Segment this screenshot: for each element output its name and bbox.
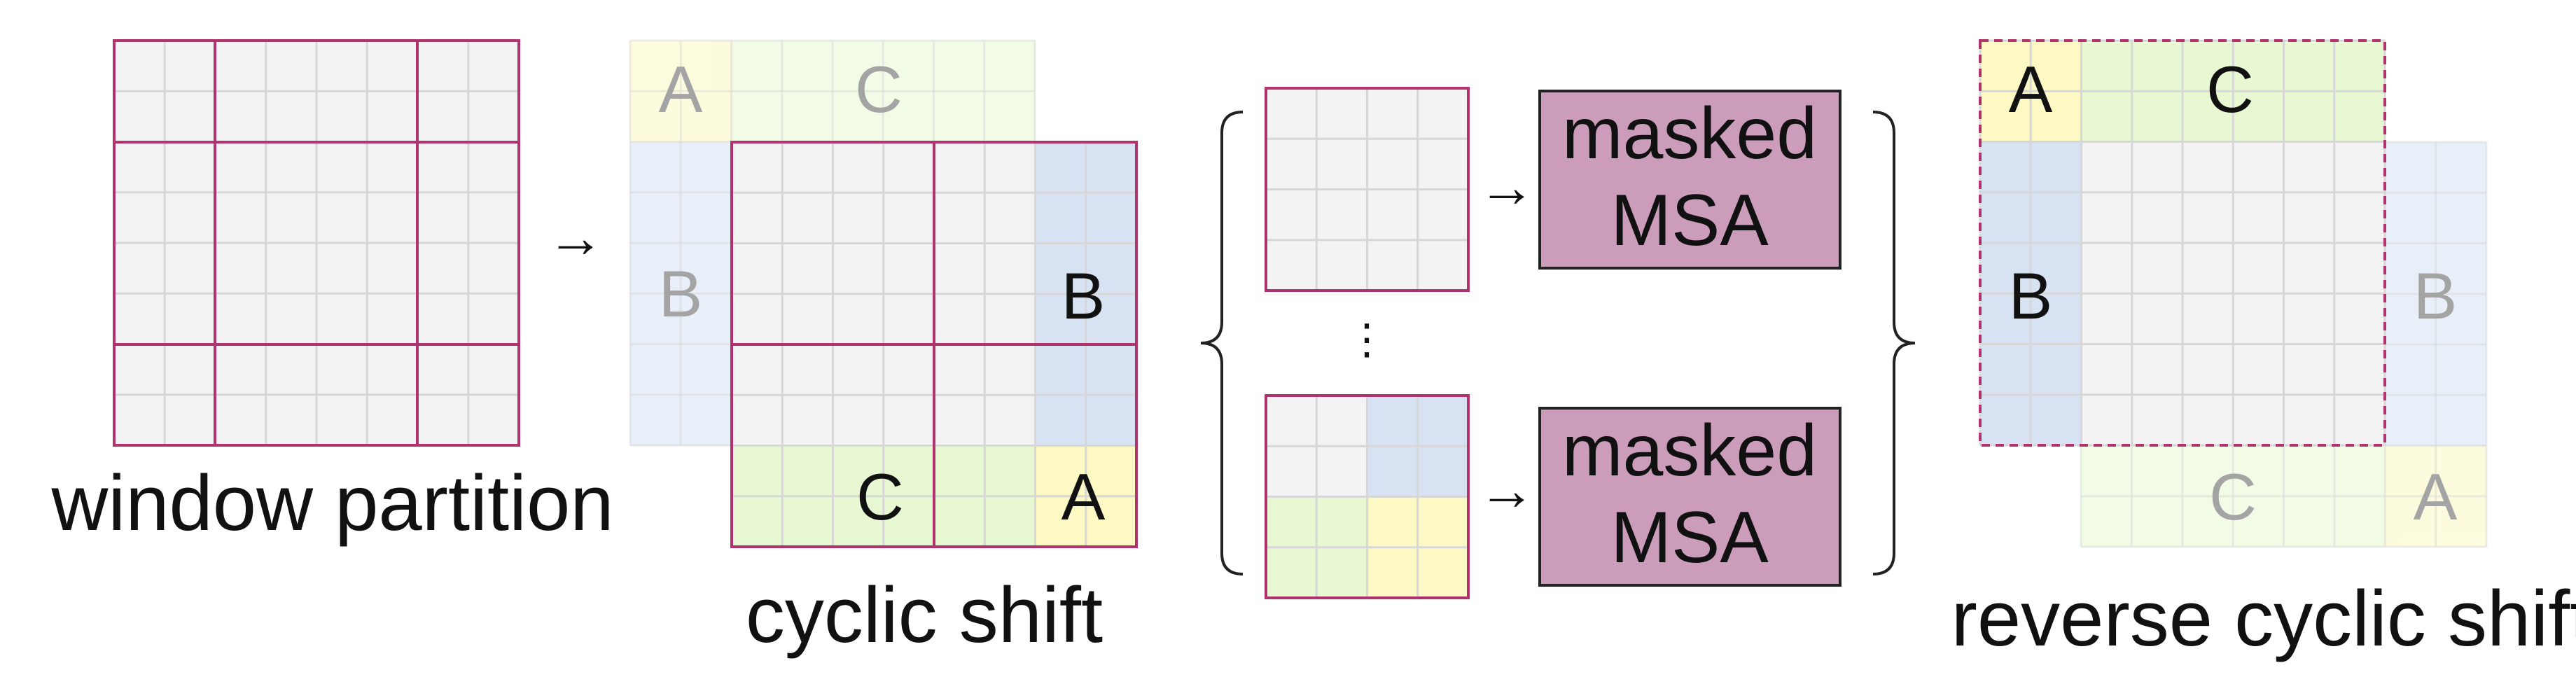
brace-left-icon	[1200, 111, 1244, 575]
masked-msa-bottom-line1: masked	[1562, 410, 1817, 491]
window-partition-label: window partition	[50, 459, 613, 547]
restored-feature-map: A C B	[1979, 39, 2386, 447]
restored-dashed-border	[1979, 39, 2386, 447]
arrow-right-icon: →	[1478, 155, 1536, 219]
reverse-ghost-c-label: C	[2209, 460, 2257, 533]
shifted-feature-map: B C A	[730, 141, 1138, 548]
cyclic-shift-panel: A C B B C A cyclic shift	[629, 39, 1138, 659]
masked-msa-top-line2: MSA	[1610, 180, 1769, 261]
brace-right-icon	[1872, 111, 1916, 575]
window-partition-borders	[113, 39, 520, 447]
masked-msa-top: masked MSA	[1538, 90, 1842, 270]
ellipsis-icon: ⋮	[1346, 316, 1388, 363]
restored-region-a-label: A	[2009, 53, 2053, 126]
ghost-region-a-label: A	[659, 53, 703, 126]
region-b-label: B	[1061, 259, 1106, 333]
ghost-regions	[630, 41, 1036, 446]
masked-msa-bottom-line2: MSA	[1610, 497, 1769, 578]
window-bottom	[1265, 394, 1470, 599]
reverse-ghost-a-label: A	[2414, 460, 2458, 533]
reverse-ghost-b-label: B	[2414, 259, 2458, 333]
masked-msa-panel: ⋮ → → masked MSA masked MSA	[1200, 87, 1916, 599]
reverse-cyclic-shift-label: reverse cyclic shift	[1951, 575, 2576, 662]
region-c-label: C	[856, 460, 904, 533]
masked-msa-bottom: masked MSA	[1538, 407, 1842, 587]
window-partition-panel: window partition	[50, 39, 614, 547]
shifted-window-borders	[730, 141, 1138, 548]
cyclic-shift-label: cyclic shift	[746, 571, 1103, 659]
masked-msa-top-line1: masked	[1562, 93, 1817, 174]
arrow-right-icon: →	[1478, 459, 1536, 522]
ghost-region-b-label: B	[659, 257, 703, 330]
window-partition-grid	[113, 39, 520, 447]
arrow-right-icon: →	[547, 206, 604, 270]
restored-region-b-label: B	[2009, 259, 2053, 333]
window-top	[1265, 87, 1470, 292]
reverse-cyclic-shift-panel: B C A A C B reverse cyclic shift	[1951, 39, 2576, 662]
restored-region-c-label: C	[2206, 53, 2254, 126]
region-a-label: A	[1061, 460, 1106, 533]
ghost-region-c-label: C	[855, 53, 903, 126]
